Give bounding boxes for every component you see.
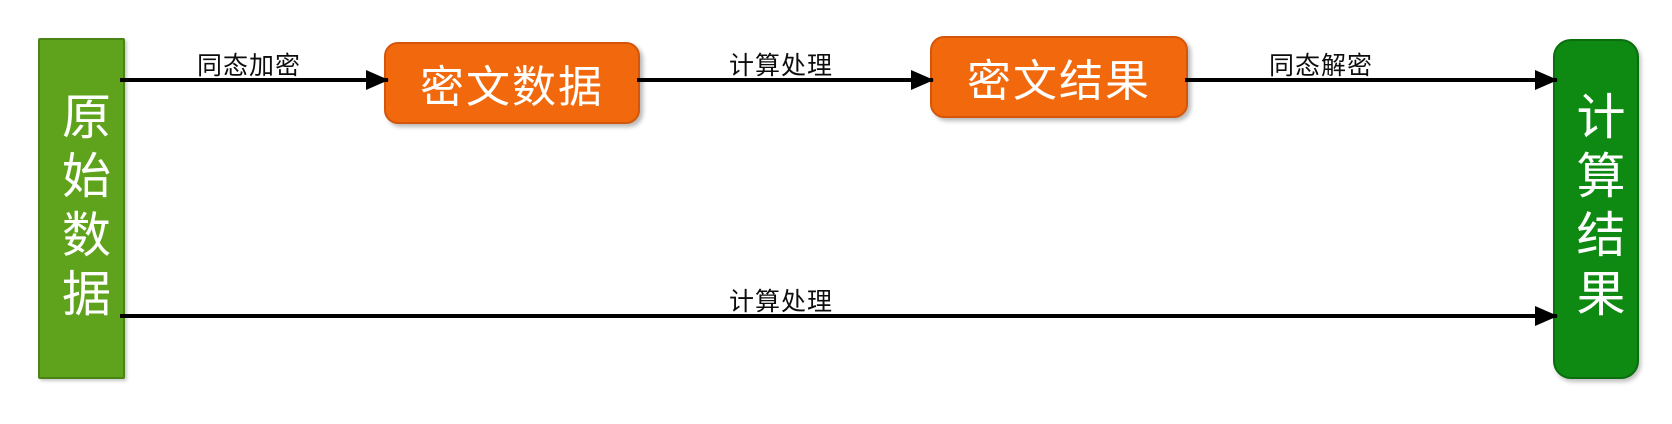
arrow-cipher-computation [637, 78, 933, 82]
arrow-plaintext-computation [120, 314, 1557, 318]
node-ciphertext-data[interactable]: 密文数据 [384, 42, 640, 124]
edge-label-plaintext-computation: 计算处理 [729, 288, 834, 316]
edge-label-homomorphic-encryption: 同态加密 [197, 52, 302, 80]
edge-label-cipher-computation: 计算处理 [729, 52, 834, 80]
node-computation-result[interactable]: 计算结果 [1553, 39, 1639, 379]
node-original-data[interactable]: 原始数据 [38, 38, 125, 379]
node-ciphertext-result-label: 密文结果 [967, 57, 1151, 106]
node-original-data-label: 原始数据 [55, 90, 109, 327]
node-ciphertext-result[interactable]: 密文结果 [930, 36, 1188, 118]
node-ciphertext-data-label: 密文数据 [420, 63, 604, 112]
arrow-homomorphic-decryption [1185, 78, 1557, 82]
arrow-homomorphic-encryption [120, 78, 388, 82]
edge-label-homomorphic-decryption: 同态解密 [1269, 52, 1374, 80]
node-computation-result-label: 计算结果 [1569, 91, 1624, 327]
